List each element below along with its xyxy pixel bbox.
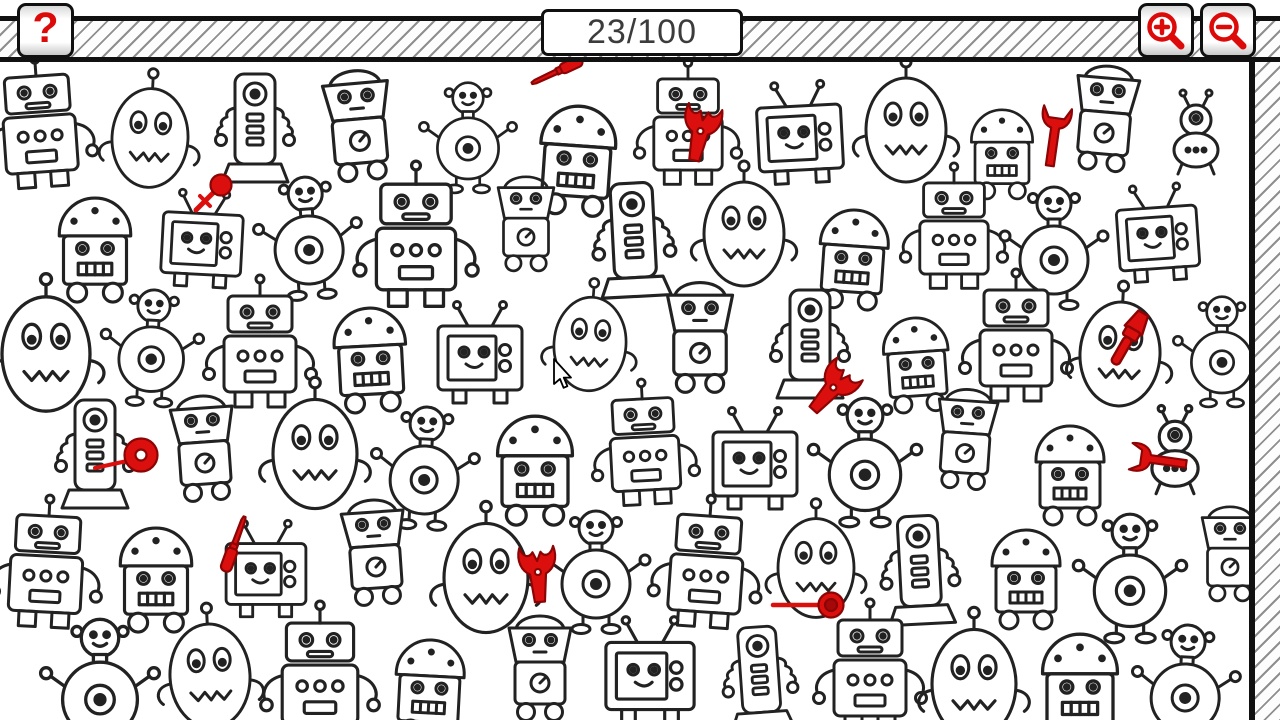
robot-egg bbox=[851, 62, 961, 184]
robot-tv bbox=[711, 406, 799, 511]
robot-egg bbox=[97, 67, 201, 189]
robot-box bbox=[259, 599, 381, 720]
help-button[interactable]: ? bbox=[17, 3, 74, 58]
robot-dome bbox=[1040, 632, 1120, 720]
robot-box bbox=[898, 161, 1010, 290]
robot-dome bbox=[990, 528, 1062, 631]
robot-round bbox=[252, 175, 363, 302]
robot-dome bbox=[332, 306, 408, 415]
robot-dome bbox=[57, 196, 133, 304]
found-item-paintbrush[interactable] bbox=[1106, 308, 1152, 368]
robot-round bbox=[369, 405, 481, 532]
robot-tall bbox=[879, 513, 962, 628]
robot-dome bbox=[394, 638, 466, 720]
puzzle-canvas[interactable] bbox=[0, 62, 1249, 720]
robot-round bbox=[1172, 295, 1249, 409]
robot-tall bbox=[769, 288, 851, 400]
robot-bucket bbox=[320, 69, 390, 184]
robot-round bbox=[1071, 512, 1189, 645]
robot-tv bbox=[224, 518, 308, 619]
robot-bucket bbox=[507, 614, 573, 720]
robot-tall bbox=[54, 398, 136, 510]
robot-ant bbox=[1150, 403, 1200, 496]
robot-dome bbox=[539, 104, 618, 218]
robot-round bbox=[998, 185, 1110, 311]
robot-bucket bbox=[1076, 64, 1142, 174]
found-item-wrench[interactable] bbox=[1127, 441, 1188, 478]
robot-box bbox=[590, 377, 702, 507]
found-item-wrench[interactable] bbox=[1035, 104, 1074, 168]
found-item-pliers[interactable] bbox=[676, 101, 724, 164]
robot-ant bbox=[1172, 88, 1220, 176]
robot-box bbox=[352, 159, 480, 308]
robot-egg bbox=[689, 159, 799, 288]
found-item-disc[interactable] bbox=[93, 437, 159, 473]
found-item-screwdriver[interactable] bbox=[530, 62, 584, 88]
found-item-knob[interactable] bbox=[770, 591, 845, 619]
robot-dome bbox=[882, 316, 950, 415]
robot-round bbox=[38, 617, 162, 720]
robot-tall bbox=[721, 624, 800, 720]
robot-round bbox=[99, 288, 206, 409]
robot-egg bbox=[429, 499, 543, 635]
robot-tv bbox=[755, 78, 845, 186]
found-item-pliers[interactable] bbox=[517, 544, 559, 604]
found-item-pliers[interactable] bbox=[800, 356, 864, 423]
robot-dome bbox=[1034, 424, 1106, 527]
robot-box bbox=[958, 267, 1074, 403]
robot-tv bbox=[436, 300, 524, 405]
robot-box bbox=[202, 273, 318, 409]
robot-dome bbox=[118, 526, 194, 634]
robot-bucket bbox=[339, 498, 405, 607]
robot-tall bbox=[214, 72, 296, 184]
robot-round bbox=[806, 396, 924, 529]
robot-bucket bbox=[168, 394, 234, 503]
robot-box bbox=[0, 62, 100, 191]
canvas-edge-band bbox=[1249, 62, 1280, 720]
robot-bucket bbox=[496, 175, 556, 273]
robot-tv bbox=[604, 615, 696, 720]
robot-box bbox=[0, 493, 103, 630]
robot-egg bbox=[540, 277, 638, 393]
robot-box bbox=[646, 493, 763, 631]
robot-dome bbox=[818, 208, 890, 312]
question-mark-icon: ? bbox=[32, 4, 59, 52]
found-item-pushpin[interactable] bbox=[193, 173, 233, 213]
robot-tv bbox=[1114, 181, 1202, 284]
robot-bucket bbox=[665, 281, 735, 394]
robot-tv bbox=[159, 187, 245, 290]
robot-dome bbox=[970, 108, 1034, 201]
magnifier-minus-icon bbox=[1209, 11, 1247, 49]
robot-round bbox=[418, 81, 518, 195]
magnifier-plus-icon bbox=[1147, 11, 1185, 49]
zoom-in-button[interactable] bbox=[1138, 3, 1194, 58]
robot-egg bbox=[0, 272, 106, 413]
robot-dome bbox=[495, 414, 575, 527]
robot-bucket bbox=[937, 388, 1000, 491]
robot-egg bbox=[258, 375, 372, 511]
zoom-out-button[interactable] bbox=[1200, 3, 1256, 58]
robot-egg bbox=[156, 601, 266, 720]
robot-egg bbox=[917, 605, 1031, 720]
robot-bucket bbox=[1200, 505, 1249, 603]
found-counter-text: 23/100 bbox=[587, 13, 697, 51]
found-item-screwdriver[interactable] bbox=[219, 515, 250, 573]
robot-box bbox=[812, 597, 928, 720]
found-counter: 23/100 bbox=[541, 9, 743, 56]
robot-round bbox=[1130, 623, 1242, 720]
robot-round bbox=[540, 509, 652, 635]
robot-doodle-scene bbox=[0, 62, 1249, 720]
